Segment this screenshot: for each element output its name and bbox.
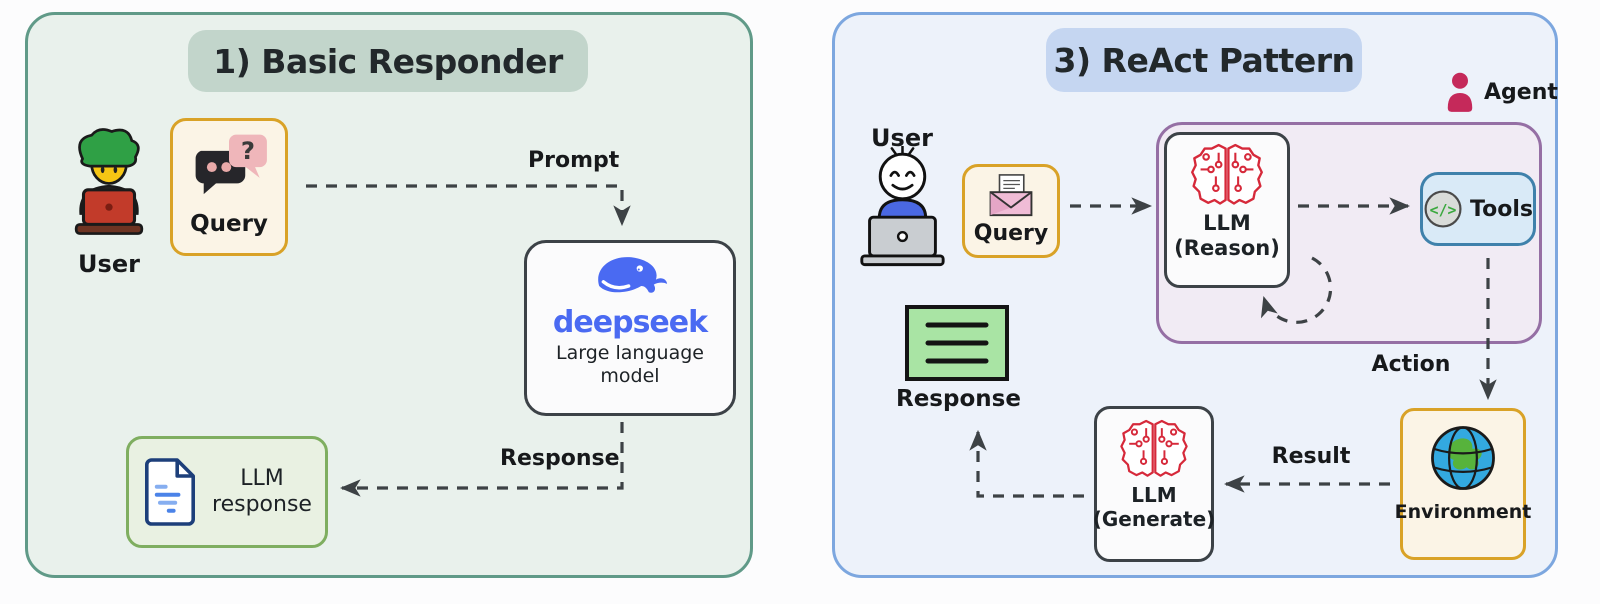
agent-label: Agent: [1484, 80, 1558, 105]
document-icon: [145, 458, 196, 526]
llm-response-line2: response: [212, 492, 312, 517]
deepseek-whale-icon: [598, 257, 668, 293]
envelope-icon: [989, 174, 1033, 217]
environment-box: Environment: [1395, 408, 1531, 560]
query-box-basic: ? Query: [170, 118, 288, 256]
code-glyph: </>: [1430, 202, 1457, 219]
llm-generate-line1: LLM: [1131, 483, 1177, 507]
result-arrow-label: Result: [1271, 444, 1351, 469]
code-tools-icon: </>: [1424, 190, 1462, 228]
response-arrow-label-basic: Response: [500, 446, 620, 471]
llm-reason-line2: (Reason): [1174, 236, 1280, 261]
response-label-react: Response: [896, 386, 1021, 412]
model-caption-line2: model: [600, 364, 660, 387]
llm-response-line1: LLM: [240, 465, 284, 491]
tools-label: Tools: [1470, 196, 1533, 222]
response-lines-icon: [905, 305, 1009, 381]
llm-response-box: LLM response: [126, 436, 328, 548]
query-label-react: Query: [973, 221, 1049, 246]
query-box-react: Query: [962, 164, 1060, 258]
user-label-basic: User: [78, 250, 140, 278]
chat-bubbles-icon: ?: [195, 134, 267, 195]
smiley-user-laptop-icon: [860, 146, 945, 267]
react-pattern-title: 3) ReAct Pattern: [1046, 28, 1362, 92]
llm-reason-line1: LLM: [1203, 211, 1251, 235]
llm-generate-line2: (Generate): [1092, 507, 1216, 531]
environment-label: Environment: [1394, 501, 1532, 523]
question-mark-glyph: ?: [241, 136, 255, 165]
deepseek-llm-box: deepseek Large language model: [524, 240, 736, 416]
user-laptop-icon: [74, 128, 144, 235]
query-label-basic: Query: [190, 211, 268, 237]
tools-box: </> Tools: [1420, 172, 1536, 246]
action-arrow-label: Action: [1371, 352, 1451, 377]
llm-generate-box: LLM (Generate): [1092, 406, 1216, 562]
basic-responder-title: 1) Basic Responder: [188, 30, 588, 92]
brain-circuit-icon: [1120, 419, 1188, 477]
deepseek-wordmark: deepseek: [552, 305, 708, 340]
brain-circuit-icon: [1191, 143, 1263, 205]
llm-reason-box: LLM (Reason): [1164, 132, 1290, 288]
model-caption-line1: Large language: [556, 342, 704, 364]
agent-person-icon: [1447, 72, 1473, 112]
prompt-arrow-label: Prompt: [528, 148, 620, 173]
globe-icon: [1431, 426, 1495, 490]
